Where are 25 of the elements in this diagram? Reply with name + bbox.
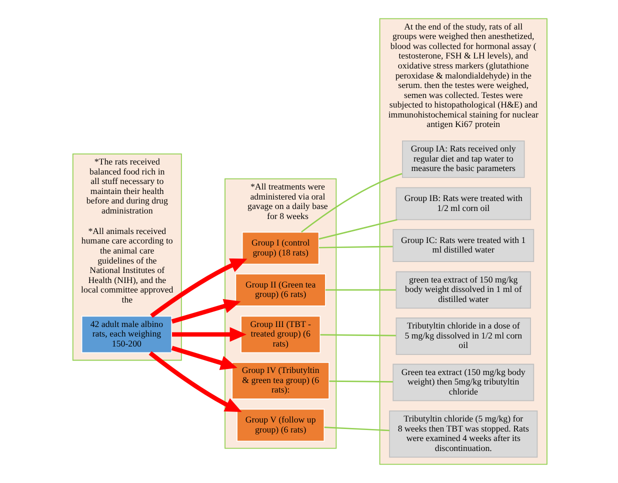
node-box: Tributyltin chloride (5 mg/kg) for 8 weeks then TBT was stopped. Rats were examined 4 weeks after its discontinuation.: [388, 410, 538, 458]
node-box: Tributyltin chloride in a dose of 5 mg/kg dissolved in 1/2 ml corn oil: [395, 318, 530, 355]
connector: [325, 289, 396, 291]
node-box: green tea extract of 150 mg/kg body weight dissolved in 1 ml of distilled water: [395, 271, 530, 309]
node-box: Group III (TBT - treated group) (6 rats): [240, 316, 320, 354]
connector: [300, 173, 402, 233]
node-box: Group V (follow up group) (6 rats): [236, 408, 324, 442]
connector: [318, 219, 397, 240]
connector: [320, 334, 396, 336]
arrow: [172, 327, 246, 342]
node-box: Group IV (Tributyltin & green tea group) (6 rats):: [231, 362, 330, 400]
connector: [324, 426, 389, 432]
arrow: [170, 299, 240, 324]
node-box: Group IB: Rats were treated with 1/2 ml corn oil: [395, 187, 530, 220]
node-box: Green tea extract (150 mg/kg body weight) then 5mg/kg tributyltin chloride: [392, 364, 534, 402]
arrow: [148, 351, 242, 412]
connector: [328, 380, 392, 382]
node-box: Group II (Green tea group) (6 rats): [234, 274, 326, 306]
arrow: [150, 258, 247, 318]
arrow: [170, 346, 237, 370]
node-box: Group I (control group) (18 rats): [241, 232, 319, 265]
node-box: 42 adult male albino rats, each weighing 150-200: [80, 316, 172, 354]
node-box: Group IC: Rats were treated with 1 ml distilled water: [392, 229, 534, 262]
connector: [318, 246, 392, 248]
node-box: Group IA: Rats received only regular diet and tap water to measure the basic parameters: [402, 140, 524, 178]
